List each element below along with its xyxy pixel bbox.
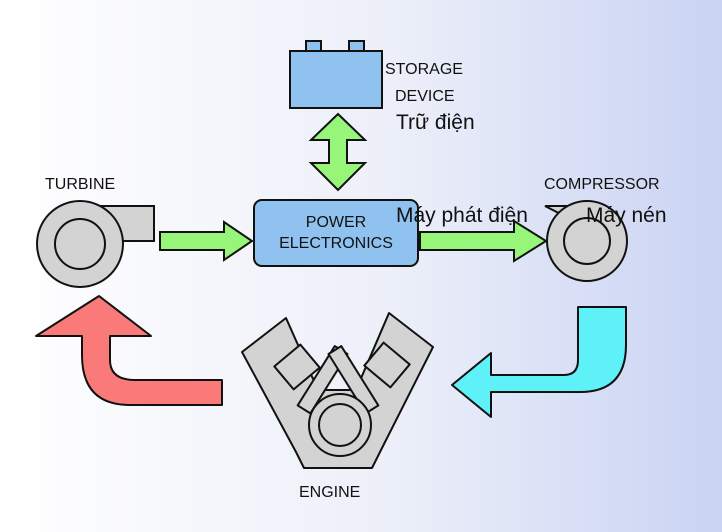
compressor-icon bbox=[544, 200, 628, 282]
power-electronics-label-line2: ELECTRONICS bbox=[279, 235, 393, 252]
storage-label-line2: DEVICE bbox=[395, 88, 455, 105]
engine-icon bbox=[241, 312, 434, 469]
power-electronics-label-line1: POWER bbox=[305, 214, 367, 231]
turbine-to-pe-arrow bbox=[159, 220, 254, 262]
turbine-icon bbox=[36, 200, 155, 288]
storage-vietnamese-label: Trữ điện bbox=[396, 111, 475, 134]
generator-vietnamese-label: Máy phát điện bbox=[396, 204, 528, 227]
storage-double-arrow bbox=[308, 112, 368, 192]
engine-label: ENGINE bbox=[299, 484, 361, 501]
turbine-label: TURBINE bbox=[45, 176, 116, 193]
compressor-label: COMPRESSOR bbox=[544, 176, 660, 193]
power-electronics-box: POWER ELECTRONICS bbox=[253, 199, 419, 267]
compressor-vietnamese-label: Máy nén bbox=[586, 204, 667, 227]
compressor-to-engine-arrow bbox=[451, 306, 627, 418]
storage-label-line1: STORAGE bbox=[385, 61, 463, 78]
engine-to-turbine-arrow bbox=[35, 295, 223, 406]
pe-to-compressor-arrow bbox=[419, 219, 548, 263]
battery-icon bbox=[289, 40, 383, 109]
